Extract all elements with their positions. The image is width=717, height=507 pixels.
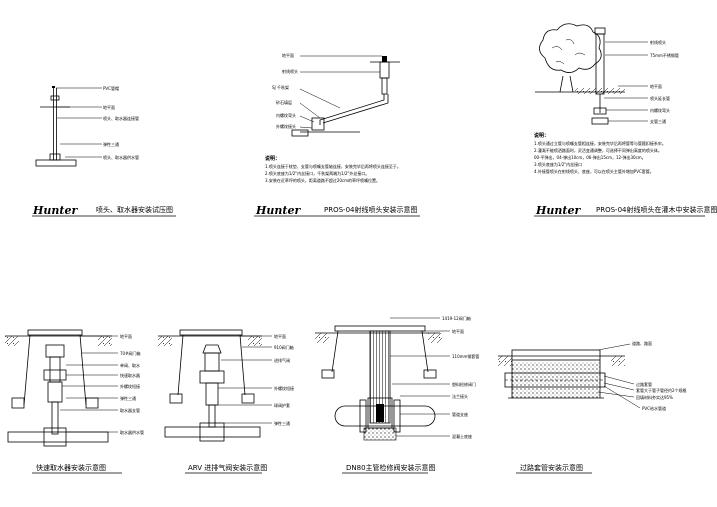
p6-label-5: 管道支座 [452, 411, 468, 417]
p4-label-7: 取水器供水管 [120, 429, 144, 435]
p6-label-3: 塑料检修阀门 [452, 381, 476, 387]
p6-label-4: 法兰接头 [452, 393, 468, 399]
p3-label-riser: 喷头延长管 [650, 95, 670, 101]
panel-6-isolation-valve: 1419-12阀门箱 地平面 110mm钢套管 塑料检修阀门 法兰接头 管道支座… [315, 315, 479, 474]
p1-label-connector: 喷头、取水器连接管 [103, 115, 139, 121]
p5-label-1: 910阀门箱 [274, 344, 294, 350]
p2-label-rotor: 射线喷头 [282, 68, 298, 74]
p6-label-1: 地平面 [452, 328, 464, 334]
p3-note-2: 2.灌溉不能喷洒路面时，灵活变通调整，可选择不同弹出高度的喷头体。 [534, 147, 662, 153]
p4-title: 快速取水器安装示意图 [36, 463, 106, 472]
p2-note-3: 3.安装在近草坪的喷头，距离道路不超过20cm的草坪喷嘴位置。 [265, 177, 380, 183]
panel-5-air-valve: 地平面 910阀门箱 进排气阀 外螺纹短接 球阀护套 弹性三通 ARV 进排气阀… [158, 329, 294, 474]
panel-2-rotor-head: 地平面 射线喷头 SJ 千秋架 砂石填层 内螺纹弯头 外螺纹接头 说明： 1.喷… [254, 52, 420, 217]
p1-label-tee: 弹性三通 [103, 141, 119, 147]
p3-label-sleeve: 75mm不锈钢管 [650, 52, 679, 58]
panel-4-quick-coupler: 地平面 70#阀门箱 单阀、取水 快速取水器 外螺纹短接 弹性三通 取水器支管 … [5, 329, 144, 474]
p7-label-2: 套管大于管子管径约2个规格 [636, 387, 687, 393]
p3-label-elbow: 内螺纹弯头 [650, 107, 670, 113]
p4-label-6: 取水器支管 [120, 407, 140, 413]
p3-title: PROS-04射线喷头在灌木中安装示意图 [596, 205, 717, 214]
p3-note-1: 1.喷头通过立管与喷嘴支管相连接，安装完毕后再将管等与管箍扣接系牢。 [534, 140, 666, 146]
p6-label-6: 混凝土底座 [452, 433, 472, 439]
p3-label-ground: 地平面 [650, 83, 662, 89]
p1-label-pvc-cap: PVC管帽 [103, 85, 119, 91]
p7-label-4: PVC给水管道 [642, 405, 666, 411]
p3-note-4: 3.喷头底座为1/2"内丝接口 [534, 161, 582, 167]
p2-note-1: 1.喷头连接于枕垫、支管与喷嘴支管轴连接，安装完毕后再将喷头连接至于。 [265, 163, 401, 169]
p4-label-1: 70#阀门箱 [120, 350, 140, 356]
p6-label-2: 110mm钢套管 [452, 353, 479, 359]
p6-title: DN80主管检修阀安装示意图 [346, 463, 436, 472]
p3-label-tee: 支管三通 [650, 118, 666, 124]
p7-label-1: 过路套管 [636, 381, 652, 387]
p3-note-5: 4.外接管喷头在射线喷头、底座，可以在喷头主管外增加PVC套管。 [534, 168, 654, 174]
p1-logo: Hunter [32, 204, 78, 217]
p6-label-0: 1419-12阀门箱 [442, 315, 471, 321]
p1-label-ground: 地平面 [103, 104, 115, 110]
p7-label-0: 道路、路面 [632, 340, 652, 346]
p2-label-swing-joint: SJ 千秋架 [272, 84, 289, 90]
p2-label-ground: 地平面 [282, 52, 294, 58]
panel-3-shrub-install: 射线喷头 75mm不锈钢管 地平面 喷头延长管 内螺纹弯头 支管三通 说明： 1… [534, 23, 717, 217]
p3-label-rotor: 射线喷头 [650, 39, 666, 45]
tree-canopy [539, 23, 602, 73]
p3-note-0: 说明： [534, 132, 549, 139]
p5-label-3: 外螺纹短接 [274, 385, 294, 391]
p4-label-5: 弹性三通 [120, 395, 136, 401]
p7-label-3: 回填材料夯实达95% [636, 394, 673, 400]
p2-label-nipple: 外螺纹接头 [276, 123, 296, 129]
p5-label-2: 进排气阀 [274, 357, 290, 363]
p7-title: 过路套管安装示意图 [520, 463, 583, 472]
p4-label-3: 快速取水器 [120, 372, 140, 378]
p2-title: PROS-04射线喷头安装示意图 [324, 205, 417, 214]
p2-label-gravel: 砂石填层 [276, 99, 292, 105]
panel-1-test-pressure: PVC管帽 地平面 喷头、取水器连接管 弹性三通 喷头、取水器供水管 Hunte… [32, 85, 176, 217]
p3-note-3: 00-平弹出，04-弹出10cm，06-弹出15cm，12-弹出30cm。 [534, 154, 646, 160]
p3-logo: Hunter [535, 204, 581, 217]
panel-7-road-sleeve: 道路、路面 过路套管 套管大于管子管径约2个规格 回填材料夯实达95% PVC给… [498, 340, 687, 474]
p5-label-0: 地平面 [274, 333, 286, 339]
p4-label-2: 单阀、取水 [120, 362, 140, 368]
p2-logo: Hunter [255, 204, 301, 217]
p2-note-2: 2.喷头底座为1/2"内丝接口，千秋架两端为1/2"外丝接口。 [265, 170, 369, 176]
p1-title: 喷头、取水器安装试压图 [96, 205, 173, 214]
p2-label-elbow: 内螺纹弯头 [276, 112, 296, 118]
p2-note-0: 说明： [265, 155, 280, 162]
p5-label-5: 弹性三通 [274, 420, 290, 426]
p5-label-4: 球阀护套 [274, 402, 290, 408]
p1-label-supply: 喷头、取水器供水管 [103, 154, 139, 160]
p5-title: ARV 进排气阀安装示意图 [188, 463, 267, 472]
p4-label-0: 地平面 [120, 333, 132, 339]
p4-label-4: 外螺纹短接 [120, 383, 140, 389]
